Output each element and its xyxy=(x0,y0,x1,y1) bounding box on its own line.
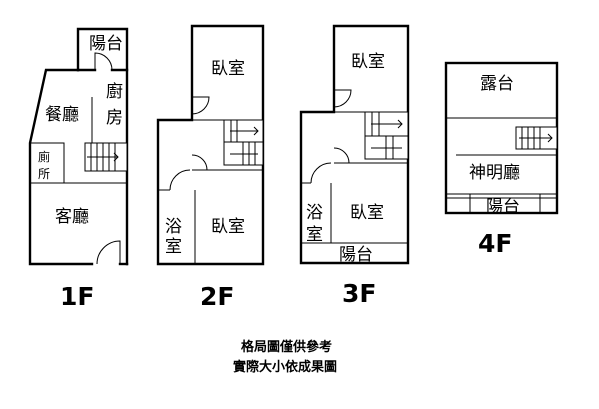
room-label-dining-1f: 餐廳 xyxy=(45,105,79,125)
door-arc xyxy=(191,154,208,171)
room-label-balcony-1f: 陽台 xyxy=(89,34,123,54)
room-label-shrine-4f: 神明廳 xyxy=(469,163,520,183)
floor-label-2f: 2F xyxy=(200,282,234,311)
floor-label-3f: 3F xyxy=(342,279,376,308)
room-label-kitchen-1f-2: 房 xyxy=(106,108,123,128)
floor-label-1f: 1F xyxy=(60,282,94,311)
door-arc xyxy=(96,240,121,265)
room-label-toilet-1f: 廁 xyxy=(38,149,50,164)
room-label-kitchen-1f: 廚 xyxy=(106,81,123,102)
room-label-toilet-1f-2: 所 xyxy=(38,167,50,181)
room-label-bath-2f: 浴 xyxy=(165,217,182,237)
door-arc xyxy=(94,52,113,71)
floor-4f-plan xyxy=(444,61,559,215)
stairs-4f xyxy=(519,127,553,149)
room-label-balcony-3f: 陽台 xyxy=(339,245,373,265)
room-label-bath-2f-2: 室 xyxy=(165,237,182,257)
room-label-living-1f: 客廳 xyxy=(55,207,89,227)
stairs-1f xyxy=(87,143,119,171)
room-label-bedroom-back-3f: 臥室 xyxy=(350,203,384,223)
room-label-bedroom-front-3f: 臥室 xyxy=(351,52,385,72)
stairs-3f xyxy=(371,112,403,159)
disclaimer-line-2: 實際大小依成果圖 xyxy=(233,359,337,375)
floor-3f-plan xyxy=(299,24,410,265)
room-label-bedroom-back-2f: 臥室 xyxy=(211,217,245,237)
room-label-terrace-4f: 露台 xyxy=(480,74,514,94)
floor-1f-plan xyxy=(28,27,129,266)
room-label-bath-3f: 浴 xyxy=(306,203,323,223)
disclaimer-line-1: 格局圖僅供參考 xyxy=(241,339,332,355)
room-label-bath-3f-2: 室 xyxy=(306,225,323,245)
stairs-2f xyxy=(230,120,259,165)
door-arc xyxy=(191,96,210,115)
room-label-bedroom-front-2f: 臥室 xyxy=(211,59,245,79)
door-arc xyxy=(310,162,332,184)
room-label-balcony-4f: 陽台 xyxy=(486,197,520,217)
floor-2f-plan xyxy=(156,24,265,266)
door-arc xyxy=(169,169,191,191)
floor-label-4f: 4F xyxy=(478,229,512,258)
door-arc xyxy=(333,89,352,108)
door-arc xyxy=(333,147,350,164)
